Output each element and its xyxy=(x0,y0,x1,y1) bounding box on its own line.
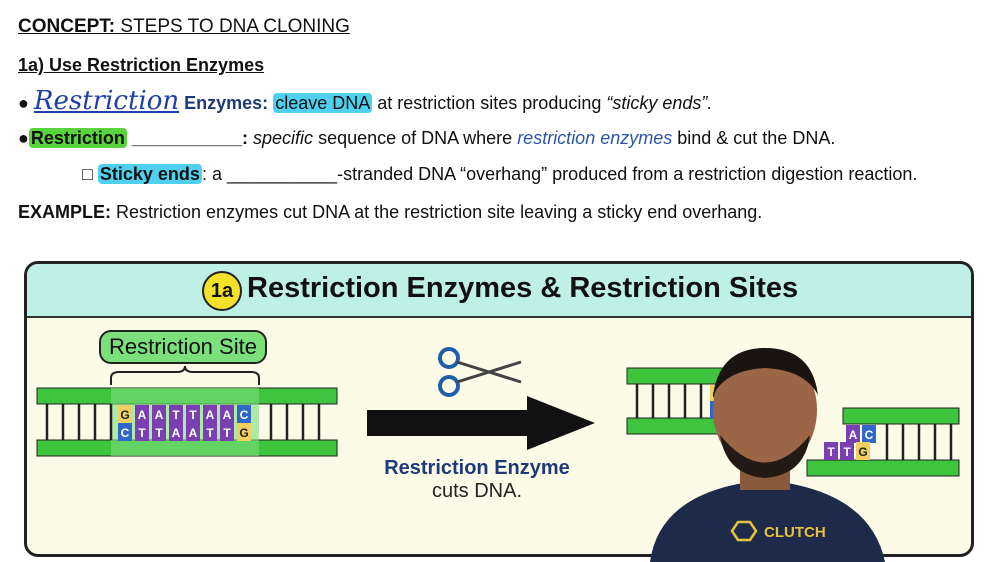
nucleotide-A xyxy=(135,405,149,423)
enzyme-caption-title: Restriction Enzyme xyxy=(384,457,570,479)
nucleotide-T xyxy=(824,442,838,460)
nucleotide-label: A xyxy=(223,408,232,422)
nucleotide-label: A xyxy=(189,426,198,440)
nucleotide-label: G xyxy=(239,426,248,440)
nucleotide-label: C xyxy=(121,426,130,440)
sub-bullet-sticky-ends: □ Sticky ends: a ___________-stranded DN… xyxy=(82,164,918,184)
nucleotide-label: G xyxy=(858,445,867,459)
presenter-video: CLUTCH xyxy=(650,348,885,562)
svg-text:CLUTCH: CLUTCH xyxy=(764,524,826,541)
nucleotide-A xyxy=(203,405,217,423)
nucleotide-G xyxy=(237,423,251,441)
site-brace xyxy=(110,365,260,385)
nucleotide-G xyxy=(856,442,870,460)
step-badge: 1a xyxy=(202,271,242,311)
highlight-cleave-dna: cleave DNA xyxy=(273,93,373,113)
nucleotide-label: A xyxy=(172,426,181,440)
handwritten-answer: Restriction xyxy=(33,86,180,116)
nucleotide-A xyxy=(846,425,860,443)
panel-title: Restriction Enzymes & Restriction Sites xyxy=(247,272,799,304)
nucleotide-label: T xyxy=(189,408,197,422)
nucleotide-C xyxy=(118,423,132,441)
enzyme-caption: Restriction Enzyme cuts DNA. xyxy=(377,457,577,503)
panel-header: 1a Restriction Enzymes & Restriction Sit… xyxy=(27,264,971,318)
nucleotide-T xyxy=(220,423,234,441)
nucleotide-label: T xyxy=(172,408,180,422)
nucleotide-T xyxy=(152,423,166,441)
nucleotide-label: C xyxy=(865,428,874,442)
nucleotide-label: T xyxy=(138,426,146,440)
nucleotide-label: G xyxy=(120,408,129,422)
clutch-logo: CLUTCH xyxy=(730,520,826,542)
nucleotide-T xyxy=(840,442,854,460)
arrow-right-icon xyxy=(367,396,595,450)
restriction-site-label: Restriction Site xyxy=(99,330,267,364)
nucleotide-label: T xyxy=(155,426,163,440)
highlight-restriction: Restriction xyxy=(28,128,127,148)
nucleotide-label: T xyxy=(206,426,214,440)
nucleotide-label: C xyxy=(240,408,249,422)
nucleotide-label: T xyxy=(223,426,231,440)
nucleotide-label: T xyxy=(827,445,835,459)
bullet-restriction-site: ●Restriction ___________: specific seque… xyxy=(18,128,836,148)
nucleotide-G xyxy=(118,405,132,423)
nucleotide-C xyxy=(862,425,876,443)
scissors-icon xyxy=(438,347,522,397)
enzyme-caption-text: cuts DNA. xyxy=(431,480,523,502)
nucleotide-T xyxy=(169,405,183,423)
page-title: CONCEPT: STEPS TO DNA CLONING xyxy=(18,16,350,37)
example-line: EXAMPLE: Restriction enzymes cut DNA at … xyxy=(18,202,763,222)
nucleotide-A xyxy=(186,423,200,441)
nucleotide-T xyxy=(135,423,149,441)
nucleotide-A xyxy=(220,405,234,423)
site-region xyxy=(111,388,259,456)
nucleotide-label: T xyxy=(843,445,851,459)
dna-rungs xyxy=(45,404,321,440)
section-title: 1a) Use Restriction Enzymes xyxy=(18,55,265,75)
nucleotide-label: A xyxy=(155,408,164,422)
nucleotide-label: A xyxy=(206,408,215,422)
nucleotide-A xyxy=(169,423,183,441)
nucleotide-label: A xyxy=(849,428,858,442)
highlight-sticky-ends: Sticky ends xyxy=(97,164,202,184)
nucleotide-C xyxy=(237,405,251,423)
nucleotide-T xyxy=(186,405,200,423)
nucleotide-label: A xyxy=(138,408,147,422)
bullet-restriction-enzymes: ● Restriction Enzymes: cleave DNA at res… xyxy=(18,86,713,116)
nucleotide-A xyxy=(152,405,166,423)
nucleotide-T xyxy=(203,423,217,441)
